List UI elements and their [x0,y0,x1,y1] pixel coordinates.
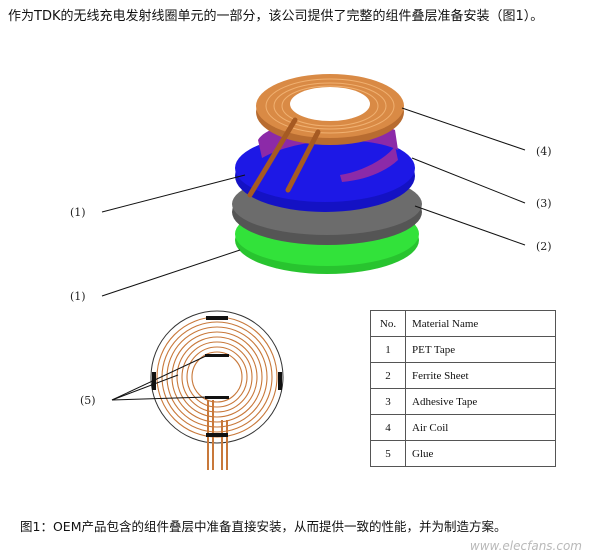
table-row: 5 Glue [370,440,556,467]
row-no: 2 [370,362,406,389]
glue-mark-left [152,372,156,390]
callout-1-upper: (1) [70,206,86,219]
glue-mark-inner-bottom [205,396,229,399]
glue-mark-top [206,316,228,320]
row-material: Ferrite Sheet [405,362,556,389]
table-row: 2 Ferrite Sheet [370,362,556,389]
row-no: 1 [370,336,406,363]
glue-mark-inner-top [205,354,229,357]
table-row: 1 PET Tape [370,336,556,363]
watermark: www.elecfans.com [469,539,582,553]
callout-5: (5) [80,394,96,407]
row-no: 5 [370,440,406,467]
table-header-row: No. Material Name [370,310,556,337]
upper-leader-lines [101,107,526,297]
callout-4: (4) [536,145,552,158]
table-row: 4 Air Coil [370,414,556,441]
glue-mark-bottom [206,433,228,437]
row-no: 4 [370,414,406,441]
callout-3: (3) [536,197,552,210]
callout-2: (2) [536,240,552,253]
air-coil-layer [247,74,404,198]
row-material: Adhesive Tape [405,388,556,415]
row-material: Air Coil [405,414,556,441]
top-view-coil [111,310,284,470]
figure-caption: 图1：OEM产品包含的组件叠层中准备直接安装，从而提供一致的性能，并为制造方案。 [20,519,507,534]
table-row: 3 Adhesive Tape [370,388,556,415]
glue-mark-right [278,372,282,390]
materials-table: No. Material Name 1 PET Tape 2 Ferrite S… [370,310,556,467]
callout-1-lower: (1) [70,290,86,303]
row-no: 3 [370,388,406,415]
header-material-name: Material Name [405,310,556,337]
adhesive-tape-layer [235,134,415,212]
intro-text: 作为TDK的无线充电发射线圈单元的一部分，该公司提供了完整的组件叠层准备安装（图… [8,9,544,24]
row-material: PET Tape [405,336,556,363]
header-no: No. [370,310,406,337]
row-material: Glue [405,440,556,467]
